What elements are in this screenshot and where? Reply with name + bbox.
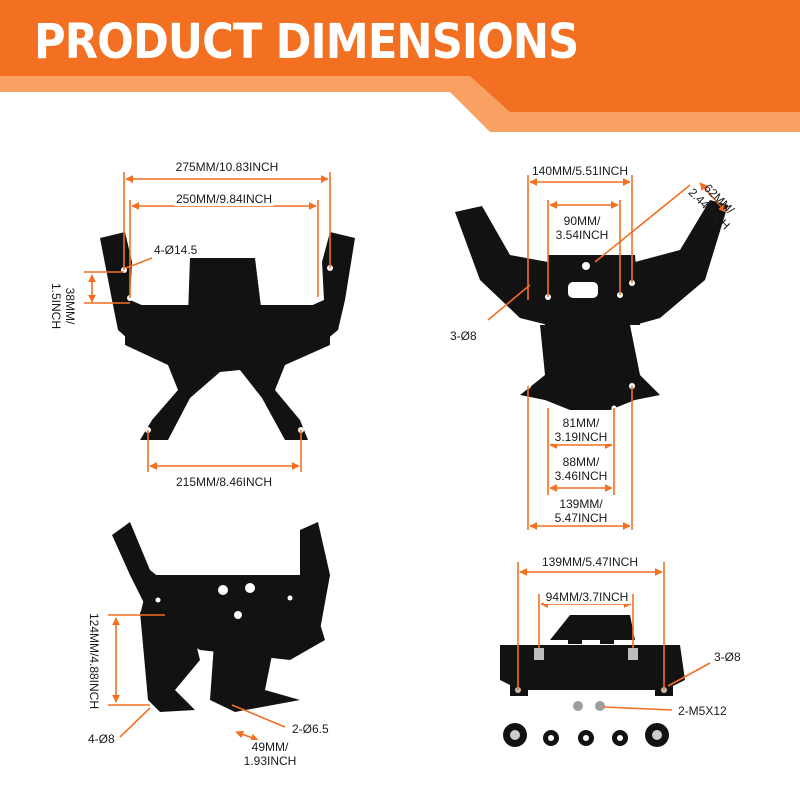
top-lower-1-label: 81MM/ 3.19INCH bbox=[552, 416, 610, 444]
front-leader bbox=[125, 257, 153, 269]
side-leader-4d8 bbox=[119, 707, 151, 738]
top-leader-62 bbox=[594, 184, 691, 263]
bracket-tab bbox=[568, 618, 582, 644]
side-hole bbox=[155, 597, 161, 603]
top-inner-line1: 90MM/ bbox=[563, 214, 601, 228]
front-hole-vertical-line1: 38MM/ bbox=[63, 287, 78, 325]
banner-main-band bbox=[0, 0, 800, 112]
top-left-arm bbox=[455, 206, 548, 325]
side-hole bbox=[218, 585, 228, 595]
side-holes-a-label: 4-Ø8 bbox=[86, 732, 117, 746]
side-foot-line2: 1.93INCH bbox=[243, 754, 297, 768]
side-foot-line1: 49MM/ bbox=[251, 740, 289, 754]
side-right-leg bbox=[210, 630, 300, 712]
top-slot bbox=[568, 282, 598, 298]
grommet-insert bbox=[617, 735, 623, 741]
side-hole bbox=[245, 583, 255, 593]
side-left-leg bbox=[140, 612, 200, 712]
top-lower-1-line1: 81MM/ bbox=[562, 416, 600, 430]
front-bracket-image bbox=[100, 232, 355, 440]
bracket-holes-label: 3-Ø8 bbox=[712, 650, 743, 664]
bracket-screws-label: 2-M5X12 bbox=[676, 704, 729, 718]
top-right-arm bbox=[635, 200, 728, 325]
bracket-body bbox=[500, 645, 685, 690]
side-holes bbox=[155, 583, 293, 619]
side-hole bbox=[287, 595, 293, 601]
bracket-leader-3d8 bbox=[667, 662, 711, 687]
top-dim-62 bbox=[699, 182, 727, 213]
top-width-label: 140MM/5.51INCH bbox=[529, 164, 631, 178]
page-title: PRODUCT DIMENSIONS bbox=[34, 14, 579, 70]
top-lower-2-label: 88MM/ 3.46INCH bbox=[552, 455, 610, 483]
side-dimensions bbox=[108, 614, 286, 742]
front-overall-width-label: 275MM/10.83INCH bbox=[173, 160, 281, 174]
top-lower-3-line1: 139MM/ bbox=[559, 497, 603, 511]
top-lower-2-line2: 3.46INCH bbox=[554, 469, 608, 483]
side-holes-b-label: 2-Ø6.5 bbox=[290, 722, 331, 736]
grommet-insert bbox=[652, 730, 662, 740]
front-hole-vertical-label: 38MM/ 1.5INCH bbox=[49, 281, 77, 331]
title-banner bbox=[0, 0, 800, 132]
front-feet-span-label: 215MM/8.46INCH bbox=[173, 475, 275, 489]
side-dim-49 bbox=[235, 730, 259, 742]
bracket-dimensions bbox=[517, 562, 711, 711]
top-hole bbox=[582, 262, 590, 270]
side-hole bbox=[234, 611, 242, 619]
front-dimensions bbox=[84, 172, 331, 472]
bracket-tab bbox=[600, 618, 614, 644]
top-dimensions bbox=[487, 175, 727, 530]
front-hole-span-label: 250MM/9.84INCH bbox=[173, 192, 275, 206]
top-inner-line2: 3.54INCH bbox=[555, 228, 609, 242]
bracket-width-label: 139MM/5.47INCH bbox=[539, 555, 641, 569]
top-lower-3-line2: 5.47INCH bbox=[554, 511, 608, 525]
top-lower-2-line1: 88MM/ bbox=[562, 455, 600, 469]
hardware bbox=[503, 701, 669, 747]
bracket-leader-m5 bbox=[603, 706, 673, 711]
bracket-inner-label: 94MM/3.7INCH bbox=[543, 590, 631, 604]
side-bracket-image bbox=[112, 522, 330, 712]
top-lower-3-label: 139MM/ 5.47INCH bbox=[552, 497, 610, 525]
bracket-foot bbox=[510, 678, 528, 696]
bracket-insert bbox=[534, 648, 544, 660]
bracket-top bbox=[550, 615, 635, 640]
top-inner-label: 90MM/ 3.54INCH bbox=[553, 214, 611, 242]
front-holes-label: 4-Ø14.5 bbox=[152, 243, 200, 257]
side-foot-label: 49MM/ 1.93INCH bbox=[241, 740, 299, 768]
front-body bbox=[125, 305, 330, 440]
grommet-insert bbox=[510, 730, 520, 740]
top-leader-3d8 bbox=[487, 284, 531, 321]
front-hole-vertical-line2: 1.5INCH bbox=[49, 282, 64, 330]
top-bracket-image bbox=[455, 200, 728, 410]
side-height-label: 124MM/4.88INCH bbox=[87, 612, 102, 710]
screw-head bbox=[573, 701, 583, 711]
side-leader-2d6 bbox=[231, 704, 286, 728]
top-lower-body bbox=[520, 325, 660, 410]
grommet-insert bbox=[583, 735, 589, 741]
top-holes-label: 3-Ø8 bbox=[448, 329, 479, 343]
grommet-insert bbox=[548, 735, 554, 741]
bracket-insert bbox=[628, 648, 638, 660]
top-lower-1-line2: 3.19INCH bbox=[554, 430, 608, 444]
bracket-image bbox=[500, 615, 685, 696]
screw-head bbox=[595, 701, 605, 711]
